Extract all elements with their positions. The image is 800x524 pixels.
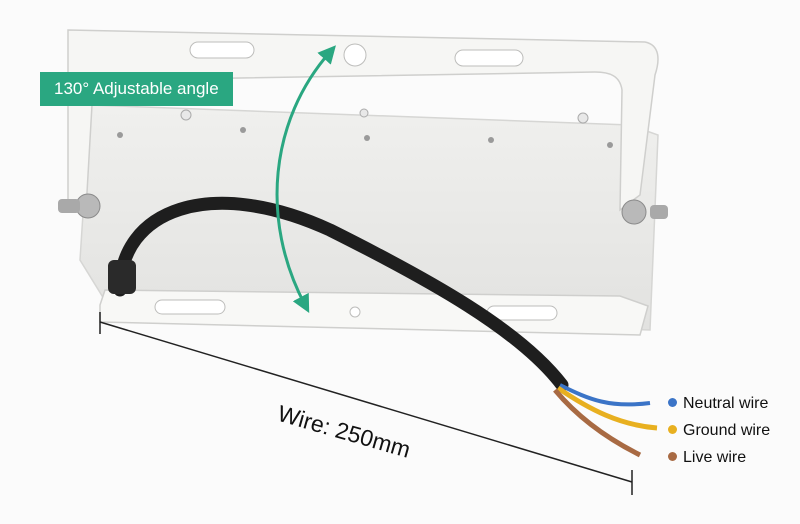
screws — [117, 108, 613, 148]
legend-dot-icon — [668, 452, 677, 461]
ground-wire — [556, 385, 658, 431]
side-bolt-right — [621, 199, 647, 225]
legend-label: Ground wire — [683, 422, 771, 439]
front-hole — [349, 306, 361, 318]
angle-badge: 130° Adjustable angle — [40, 72, 233, 106]
wire-legend: Neutral wire Ground wire Live wire — [668, 393, 770, 474]
cable-gland — [108, 260, 136, 294]
legend-item-neutral: Neutral wire — [668, 393, 770, 420]
angle-arc-arrow — [275, 45, 336, 313]
dimension-line — [99, 321, 633, 483]
legend-dot-icon — [668, 398, 677, 407]
bracket-hole — [343, 43, 367, 67]
front-slot-left — [154, 299, 226, 315]
live-wire — [553, 388, 642, 458]
side-bolt-right-knob — [650, 205, 668, 219]
legend-label: Neutral wire — [683, 395, 769, 412]
legend-label: Live wire — [683, 449, 747, 466]
legend-item-live: Live wire — [668, 447, 770, 474]
side-bolt-left-knob — [58, 199, 80, 213]
legend-dot-icon — [668, 425, 677, 434]
neutral-wire — [559, 383, 651, 407]
legend-item-ground: Ground wire — [668, 420, 770, 447]
bracket-slot-left — [189, 41, 255, 59]
bracket-slot-right — [454, 49, 524, 67]
